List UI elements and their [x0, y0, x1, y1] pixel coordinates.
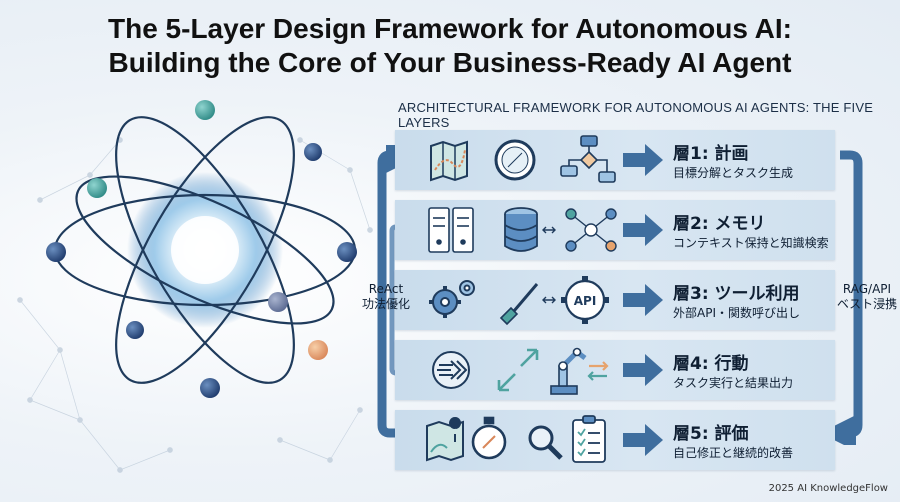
fast-forward-icon [432, 351, 470, 389]
atom-node [87, 178, 107, 198]
server-icon [428, 207, 474, 253]
layer-5-arrow [623, 424, 663, 456]
screwdriver-icon [499, 283, 539, 326]
atom-node [268, 292, 288, 312]
checklist-icon [572, 415, 606, 463]
atom-node [195, 100, 215, 120]
atom-node [337, 242, 357, 262]
stopwatch-icon [471, 416, 507, 460]
magnifier-icon [528, 425, 563, 460]
layer-3-desc: 外部API・関数呼び出し [673, 306, 800, 320]
framework-subtitle: ARCHITECTURAL FRAMEWORK FOR AUTONOMOUS A… [398, 100, 874, 130]
layer-2-arrow [623, 214, 663, 246]
layer-stack: 層1: 計画 目標分解とタスク生成 [395, 130, 835, 472]
layer-5-desc: 自己修正と継続的改善 [673, 446, 794, 460]
layer-2-desc: コンテキスト保持と知識検索 [673, 236, 829, 250]
atom-node [46, 242, 66, 262]
page-title: The 5-Layer Design Framework for Autonom… [0, 12, 900, 80]
layer-4-title: 層4: 行動 [673, 354, 749, 374]
atom-node [200, 378, 220, 398]
side-right-line-1: RAG/API [842, 282, 892, 296]
layer-1-arrow [623, 144, 663, 176]
side-label-left: ReAct 功法優化 [358, 282, 414, 312]
api-label: API [574, 294, 597, 308]
title-line-1: The 5-Layer Design Framework for Autonom… [107, 13, 793, 44]
side-left-line-2: 功法優化 [361, 297, 410, 311]
right-loop-arrow [820, 150, 863, 445]
api-gear-icon: API [561, 276, 609, 324]
left-loop-arrow [377, 145, 422, 438]
bidirectional-arrow-icon [542, 296, 556, 304]
flowchart-icon [560, 135, 616, 183]
layer-4-desc: タスク実行と結果出力 [673, 376, 794, 390]
gears-icon [429, 280, 475, 318]
swap-arrows-icon [587, 361, 609, 381]
background-network [17, 137, 373, 473]
expand-arrows-icon [497, 348, 539, 392]
loop-arrows [377, 145, 863, 445]
copyright-text: 2025 AI KnowledgeFlow [768, 483, 888, 494]
map-icon [430, 140, 468, 182]
layer-4-action: 層4: 行動 タスク実行と結果出力 [395, 340, 835, 400]
side-label-right: RAG/API ベスト浸携 [836, 282, 898, 312]
layer-1-planning: 層1: 計画 目標分解とタスク生成 [395, 130, 835, 190]
atom-node [304, 143, 322, 161]
side-right-line-2: ベスト浸携 [836, 297, 898, 311]
layer-2-title: 層2: メモリ [673, 214, 766, 234]
layer-1-title: 層1: 計画 [673, 144, 749, 164]
side-left-line-1: ReAct [368, 282, 404, 296]
atom-illustration [17, 100, 373, 473]
atom-node [308, 340, 328, 360]
layer-3-arrow [623, 284, 663, 316]
layer-5-title: 層5: 評価 [673, 424, 749, 444]
database-icon [504, 207, 538, 252]
network-icon [565, 208, 617, 252]
layer-2-memory: 層2: メモリ コンテキスト保持と知識検索 [395, 200, 835, 260]
layer-4-arrow [623, 354, 663, 386]
compass-icon [494, 139, 536, 181]
atom-node [126, 321, 144, 339]
layer-1-desc: 目標分解とタスク生成 [673, 166, 794, 180]
layer-3-tools: API 層3: ツール利用 外部API・関数呼び出し [395, 270, 835, 330]
bidirectional-arrow-icon [542, 226, 556, 234]
title-line-2: Building the Core of Your Business-Ready… [108, 47, 792, 78]
map-pin-icon [426, 417, 464, 462]
robot-arm-icon [550, 347, 587, 395]
layer-5-evaluation: 層5: 評価 自己修正と継続的改善 [395, 410, 835, 470]
layer-3-title: 層3: ツール利用 [673, 284, 800, 304]
